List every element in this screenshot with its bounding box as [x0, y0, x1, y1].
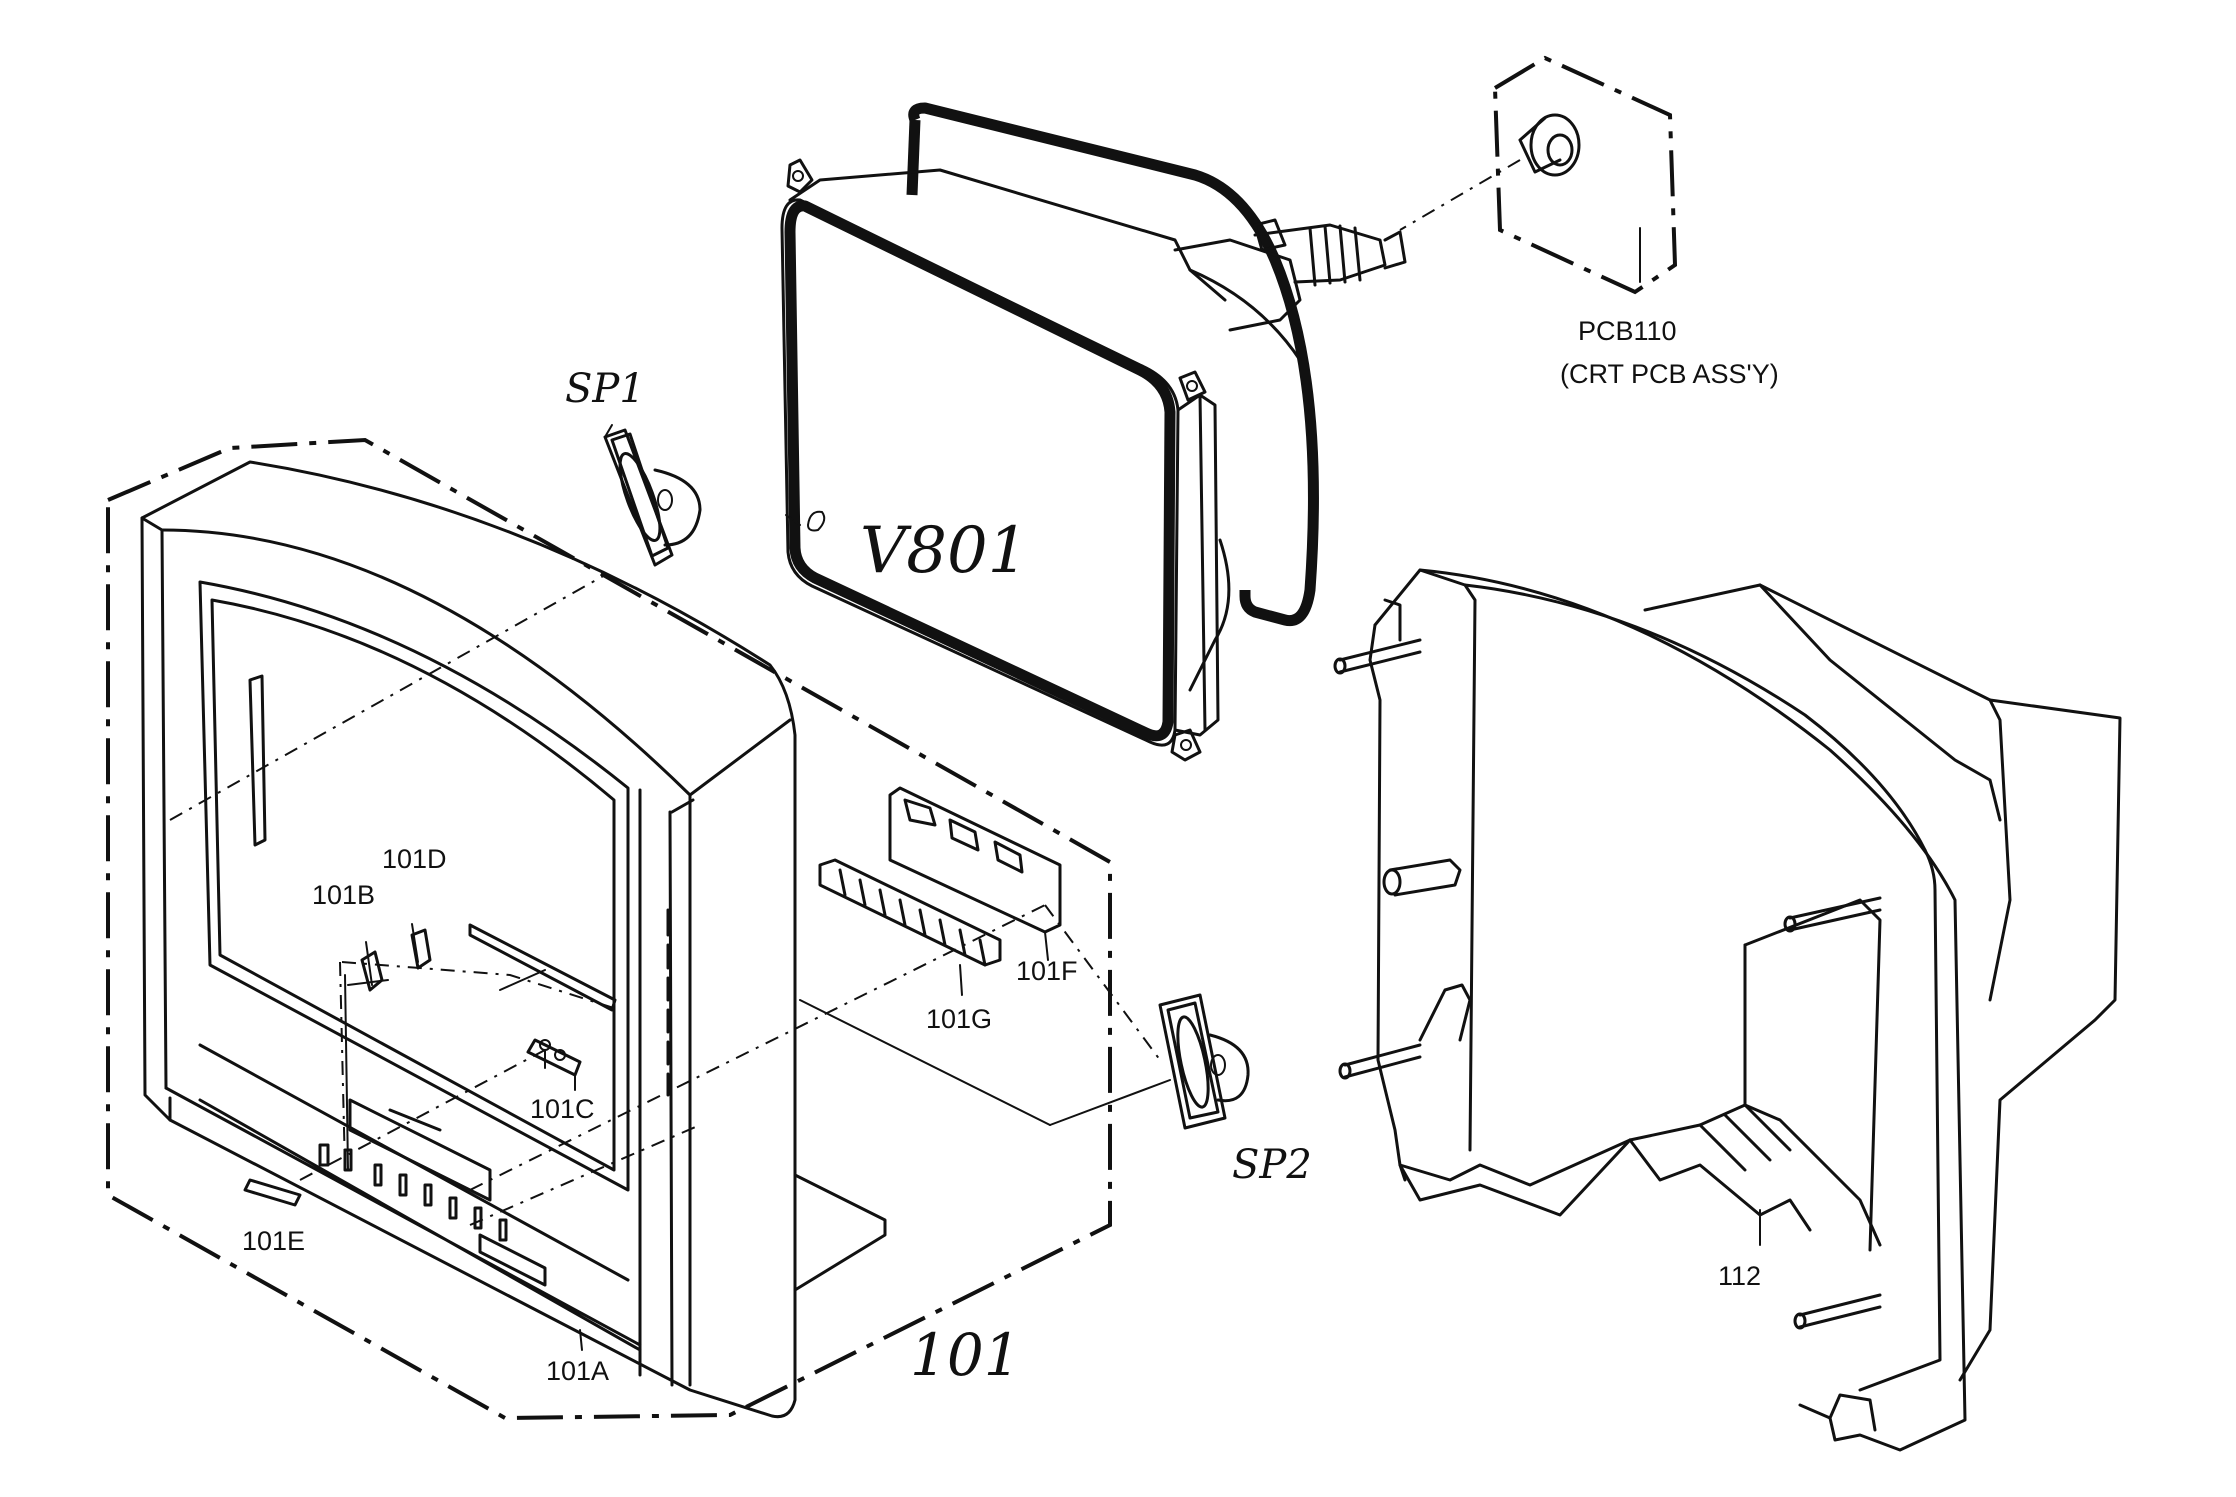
part-101C-label: 101C: [530, 1094, 595, 1124]
speaker-icon: [603, 424, 702, 567]
back-cover-label: 112: [1718, 1261, 1761, 1291]
crt-label: V801: [860, 514, 1028, 588]
mounting-pegs: [1333, 638, 1882, 1330]
crt-tube-icon: [780, 102, 1407, 762]
pcb-id-label: PCB110: [1578, 316, 1677, 346]
tv-back-cover-icon: [1333, 568, 2122, 1452]
part-101E-label: 101E: [242, 1226, 305, 1256]
pcb-board-icon: [1492, 55, 1678, 295]
part-101G-label: 101G: [926, 1004, 992, 1034]
part-101B-label: 101B: [312, 880, 375, 910]
pcb-desc-label: (CRT PCB ASS'Y): [1560, 359, 1779, 389]
part-101A-label: 101A: [546, 1356, 609, 1386]
assembly-label: 101: [910, 1321, 1021, 1389]
part-101D-label: 101D: [382, 844, 447, 874]
pcb-guide-line: [1399, 159, 1521, 231]
tv-front-cabinet-icon: [106, 437, 1112, 1421]
speaker-icon: [1158, 993, 1250, 1130]
sp2-label: SP2: [1232, 1142, 1312, 1188]
sp1-label: SP1: [565, 366, 645, 412]
guide-lines: [169, 574, 1171, 1351]
control-board-101G: [818, 858, 1002, 996]
control-buttons: [318, 1143, 547, 1287]
part-101F-label: 101F: [1016, 956, 1078, 986]
control-board-101F: [888, 786, 1062, 961]
